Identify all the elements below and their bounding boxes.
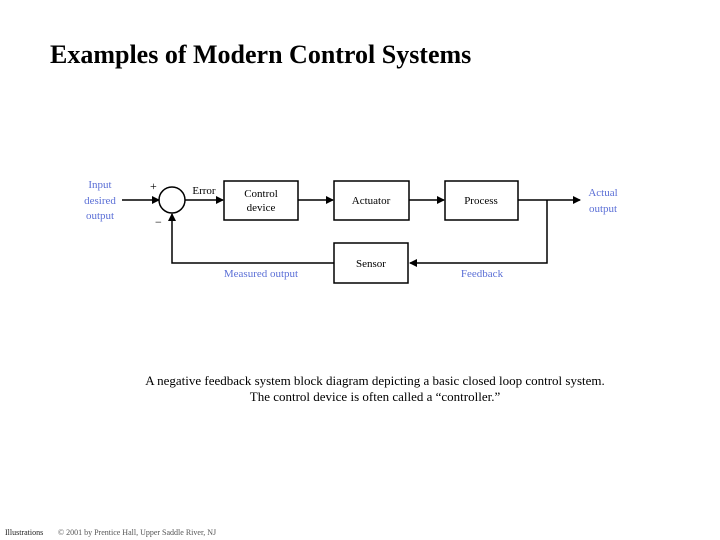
measured-output-label: Measured output [224,268,298,280]
input-label-line3: output [86,210,114,222]
caption-line2: The control device is often called a “co… [249,389,501,404]
actual-output-label-line2: output [589,203,617,215]
feedback-label: Feedback [461,268,504,280]
caption-line1: A negative feedback system block diagram… [145,373,605,388]
actual-output-label: Actual output [588,187,617,215]
footer-copyright: © 2001 by Prentice Hall, Upper Saddle Ri… [58,528,217,537]
control-device-block [223,180,299,221]
process-block [444,180,519,221]
actual-output-label-line1: Actual [588,187,617,199]
minus-sign: − [155,215,162,229]
control-device-label-line2: device [247,202,276,214]
footer-illustrations: Illustrations [5,528,44,537]
control-device-label-line1: Control [244,188,278,200]
actuator-block [333,180,410,221]
sensor-label: Sensor [356,258,386,270]
input-label: Input desired output [84,179,116,222]
slide-title: Examples of Modern Control Systems [50,40,472,69]
input-label-line1: Input [88,179,111,191]
actuator-label: Actuator [352,195,391,207]
error-label: Error [192,185,216,197]
process-label: Process [464,195,498,207]
input-label-line2: desired [84,195,116,207]
measured-output-path [168,213,334,264]
plus-sign: + [150,179,157,193]
sensor-block [333,242,409,284]
summing-junction [158,186,186,214]
feedback-path [409,200,548,267]
